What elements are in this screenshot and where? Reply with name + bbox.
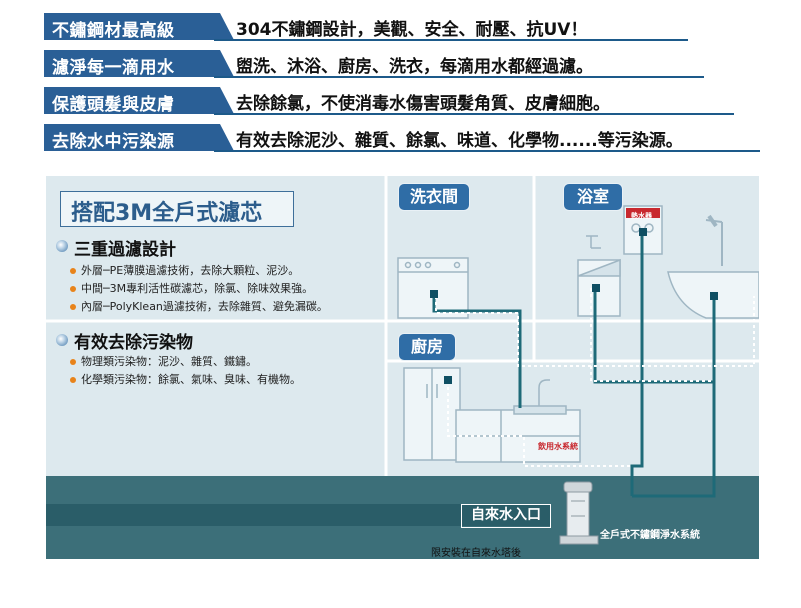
feature-tag-label: 保護頭髮與皮膚 (52, 95, 175, 115)
diagram-title-box: 搭配3M全戶式濾芯 (60, 191, 294, 227)
bullet-item: 物理類污染物：泥沙、雜質、鐵鏽。 (81, 355, 257, 368)
plumbing-illustration (46, 176, 759, 559)
bullet-dot-icon (70, 286, 76, 292)
feature-tag: 保護頭髮與皮膚 (44, 87, 252, 115)
bullet-item: 化學類污染物：餘氯、氣味、臭味、有機物。 (81, 373, 301, 386)
bullet-dot-icon (70, 359, 76, 365)
outlet-markers (430, 228, 718, 384)
feature-text: 304不鏽鋼設計，美觀、安全、耐壓、抗UV！ (236, 20, 588, 40)
feature-row-2: 濾淨每一滴用水 盥洗、沐浴、廚房、洗衣，每滴用水都經過濾。 (44, 50, 760, 78)
kitchen-counter-icon (455, 379, 581, 463)
water-inlet-label: 自來水入口 (461, 504, 551, 528)
whole-house-system-label: 全戶式不鏽鋼淨水系統 (600, 530, 700, 541)
feature-underline (214, 150, 760, 152)
bullet-dot-icon (70, 377, 76, 383)
bath-cabinet-icon (577, 235, 621, 317)
feature-tag-label: 去除水中污染源 (52, 132, 175, 152)
feature-tag-label: 濾淨每一滴用水 (52, 58, 175, 78)
water-heater-label: 熱水器 (631, 212, 652, 220)
feature-underline (214, 113, 734, 115)
feature-row-1: 不鏽鋼材最高級 304不鏽鋼設計，美觀、安全、耐壓、抗UV！ (44, 13, 760, 41)
plumbing-diagram: 搭配3M全戶式濾芯 三重過濾設計 外層─PE薄膜過濾技術，去除大顆粒、泥沙。 中… (46, 176, 759, 559)
section-heading: 三重過濾設計 (74, 240, 176, 260)
feature-tag: 去除水中污染源 (44, 124, 252, 152)
bullet-dot-icon (70, 268, 76, 274)
section-heading: 有效去除污染物 (74, 333, 193, 353)
drinking-system-label: 飲用水系統 (538, 442, 578, 451)
feature-row-3: 保護頭髮與皮膚 去除餘氯，不使消毒水傷害頭髮角質、皮膚細胞。 (44, 87, 760, 115)
feature-tag-label: 不鏽鋼材最高級 (52, 21, 175, 41)
install-note: 限安裝在自來水塔後 (431, 548, 521, 559)
feature-text: 盥洗、沐浴、廚房、洗衣，每滴用水都經過濾。 (236, 57, 593, 77)
feature-underline (214, 39, 688, 41)
feature-text: 去除餘氯，不使消毒水傷害頭髮角質、皮膚細胞。 (236, 94, 610, 114)
bullet-item: 中間─3M專利活性碳濾芯，除氯、除味效果強。 (81, 282, 314, 295)
shower-icon (705, 214, 723, 266)
feature-underline (214, 76, 704, 78)
room-label-laundry: 洗衣間 (398, 183, 470, 211)
feature-text: 有效去除泥沙、雜質、餘氯、味道、化學物......等污染源。 (236, 131, 683, 151)
diagram-title: 搭配3M全戶式濾芯 (71, 201, 263, 226)
bullet-item: 外層─PE薄膜過濾技術，去除大顆粒、泥沙。 (81, 264, 300, 277)
room-label-kitchen: 廚房 (398, 333, 456, 361)
section-bullet-icon (56, 240, 68, 252)
room-label-bathroom: 浴室 (563, 183, 623, 211)
feature-tag: 濾淨每一滴用水 (44, 50, 252, 78)
feature-row-4: 去除水中污染源 有效去除泥沙、雜質、餘氯、味道、化學物......等污染源。 (44, 124, 760, 152)
bullet-dot-icon (70, 304, 76, 310)
filtered-pipes (435, 288, 755, 467)
bullet-item: 內層─PolyKlean過濾技術，去除雜質、避免漏碳。 (81, 300, 328, 313)
filter-housing-icon (559, 481, 599, 545)
section-bullet-icon (56, 334, 68, 346)
feature-tag: 不鏽鋼材最高級 (44, 13, 252, 41)
